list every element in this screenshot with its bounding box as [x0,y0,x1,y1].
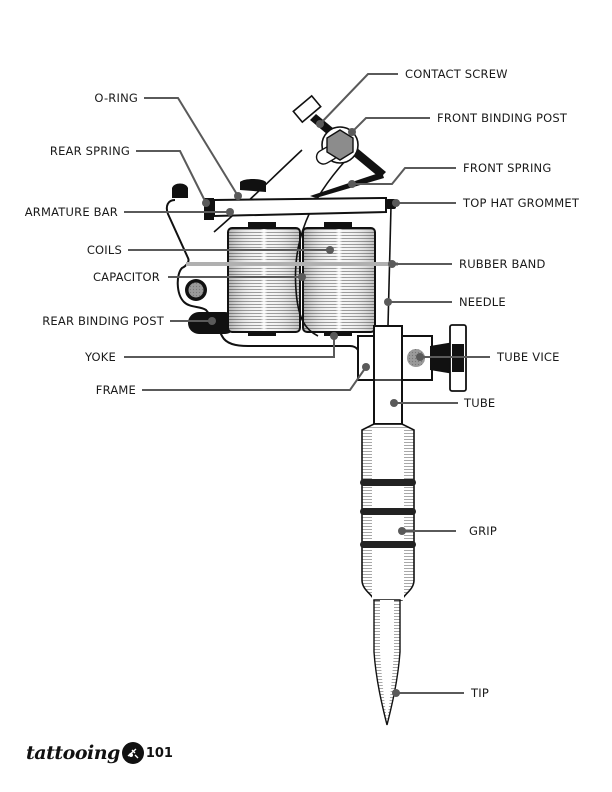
label-armature-bar: ARMATURE BAR [24,205,118,219]
leader-lines [124,73,490,694]
label-yoke: YOKE [84,350,116,364]
label-top-hat-grommet: TOP HAT GROMMET [463,196,580,210]
label-front-spring: FRONT SPRING [463,161,552,175]
label-rubber-band: RUBBER BAND [459,257,546,271]
frame [165,199,378,381]
label-needle: NEEDLE [459,295,506,309]
tip [373,599,401,726]
label-capacitor: CAPACITOR [92,270,160,284]
label-front-binding-post: FRONT BINDING POST [437,111,568,125]
label-tube-vice: TUBE VICE [497,350,560,364]
tattoo-machine-icon [121,742,144,764]
label-coils: COILS [86,243,122,257]
front-spring [310,172,384,198]
grip [360,423,416,601]
label-tip: TIP [471,686,489,700]
label-grip: GRIP [469,524,498,538]
logo-script-text: tattooing [26,742,120,764]
armature-bar [172,179,396,220]
tattooing-101-logo: tattooing 101 [26,738,173,768]
label-frame: FRAME [95,383,136,397]
logo-number: 101 [145,745,173,761]
contact-screw-assembly [292,94,386,178]
leader-dots [202,120,424,697]
label-rear-binding-post: REAR BINDING POST [42,314,164,328]
front-coil [302,222,376,336]
label-tube: TUBE [464,396,496,410]
rear-coil [227,222,301,336]
label-rear-spring: REAR SPRING [49,144,130,158]
tube [373,325,403,425]
label-contact-screw: CONTACT SCREW [405,67,508,81]
capacitor [185,279,207,301]
label-o-ring: O-RING [94,91,138,105]
